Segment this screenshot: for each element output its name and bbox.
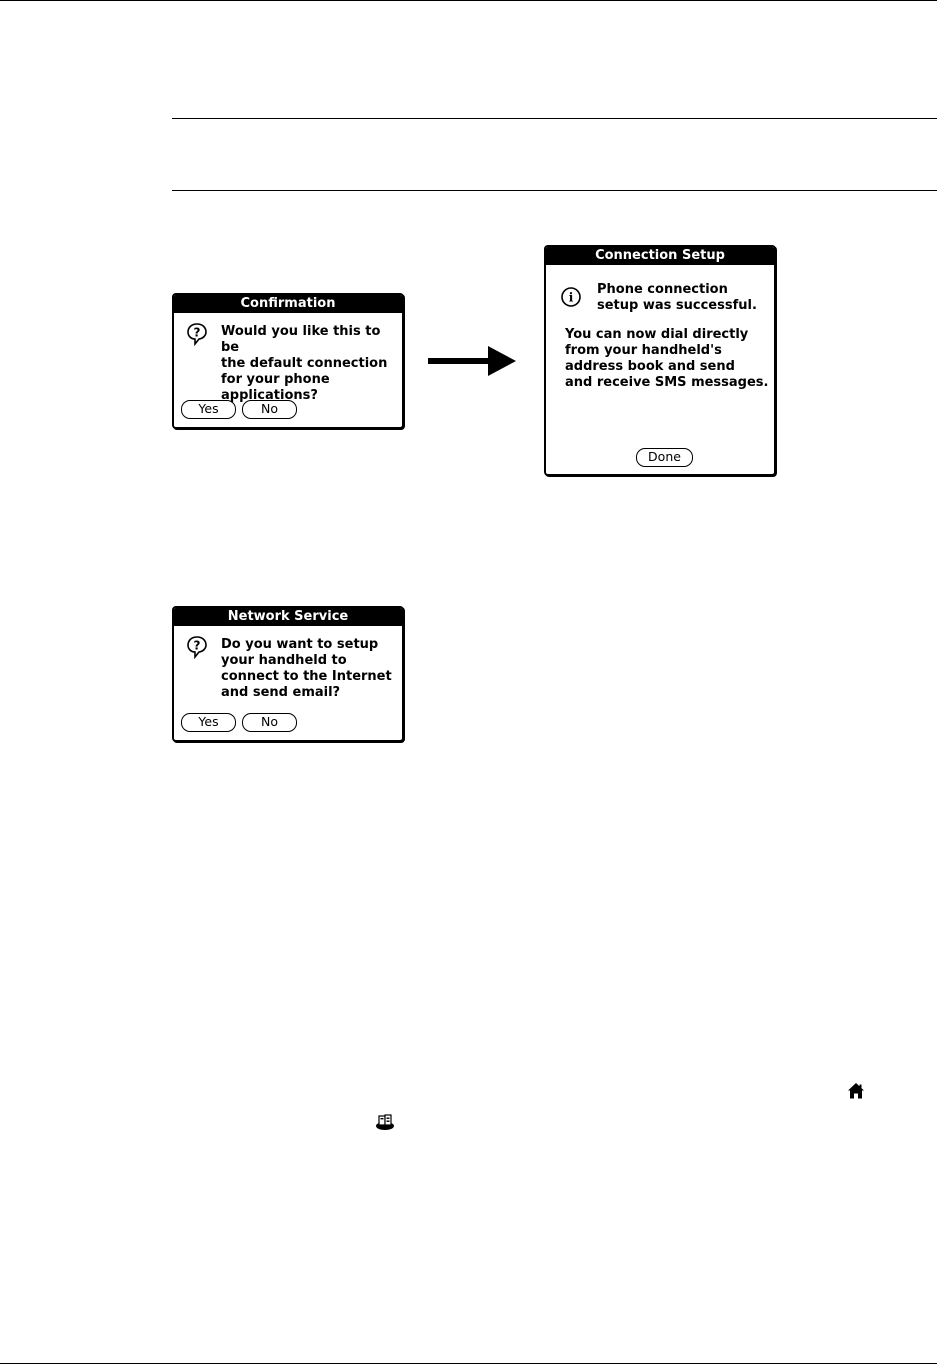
network-service-message: Do you want to setup your handheld to co… [221, 637, 392, 700]
info-icon: i [561, 287, 581, 307]
connection-setup-title: Connection Setup [546, 247, 774, 265]
home-icon [848, 1083, 864, 1099]
confirmation-message: Would you like this to be the default co… [221, 324, 388, 403]
top-page-rule [0, 0, 937, 1]
done-button[interactable]: Done [636, 448, 693, 467]
svg-text:i: i [569, 291, 574, 305]
yes-button[interactable]: Yes [181, 400, 236, 419]
connection-success-message: Phone connection setup was successful. [597, 282, 757, 313]
connection-info-message: You can now dial directly from your hand… [565, 327, 769, 390]
question-icon: ? [187, 323, 207, 346]
question-icon: ? [187, 636, 207, 659]
section-rule-top [172, 118, 937, 119]
yes-button[interactable]: Yes [181, 713, 236, 732]
confirmation-title: Confirmation [174, 295, 402, 313]
confirmation-dialog: Confirmation ? Would you like this to be… [172, 293, 404, 429]
bottom-page-rule [0, 1363, 937, 1364]
right-arrow [428, 346, 516, 376]
section-rule-bottom [172, 190, 937, 191]
no-button[interactable]: No [242, 713, 297, 732]
phonebook-icon [376, 1114, 394, 1130]
no-button[interactable]: No [242, 400, 297, 419]
svg-text:?: ? [194, 326, 201, 340]
svg-text:?: ? [194, 639, 201, 653]
connection-setup-dialog: Connection Setup i Phone connection setu… [544, 245, 776, 476]
network-service-title: Network Service [174, 608, 402, 626]
network-service-dialog: Network Service ? Do you want to setup y… [172, 606, 404, 742]
